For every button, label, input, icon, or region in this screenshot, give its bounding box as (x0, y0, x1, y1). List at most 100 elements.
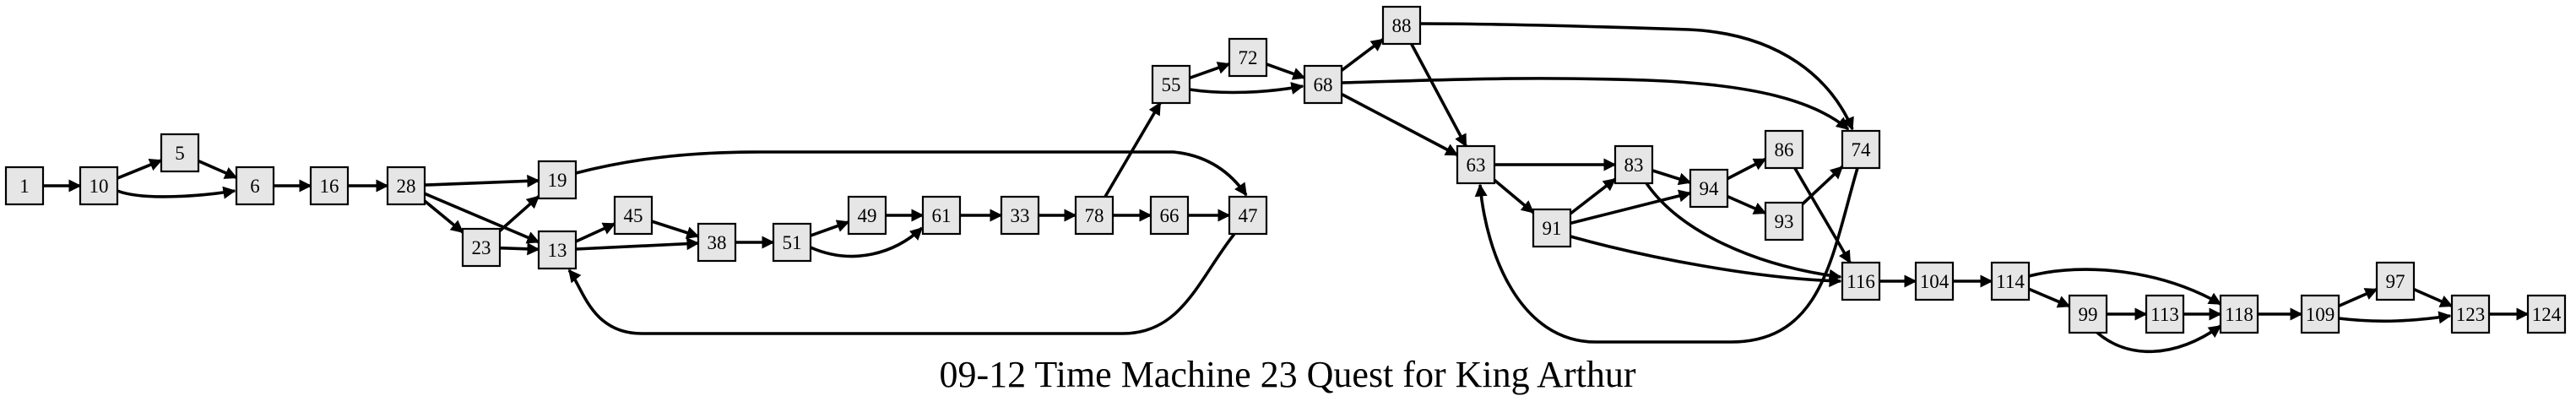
edge-94-to-93 (1727, 194, 1767, 215)
node-box (847, 195, 887, 236)
edge-55-to-72 (1189, 62, 1231, 79)
node-box (160, 133, 200, 173)
edge-94-to-86 (1727, 157, 1767, 181)
node-label: 68 (1314, 74, 1333, 95)
node-6: 6 (235, 166, 275, 206)
node-label: 91 (1543, 218, 1562, 239)
node-label: 66 (1160, 205, 1180, 226)
node-label: 86 (1775, 139, 1794, 160)
edge-47-to-13 (567, 232, 1236, 335)
node-box (1000, 195, 1040, 236)
node-box (772, 222, 812, 263)
node-124: 124 (2526, 294, 2567, 334)
node-label: 61 (932, 205, 952, 226)
edge-114-to-99 (2028, 287, 2071, 308)
edge-28-to-13 (424, 192, 540, 244)
node-109: 109 (2300, 294, 2340, 334)
node-label: 49 (858, 205, 877, 226)
node-118: 118 (2219, 294, 2259, 334)
node-label: 51 (783, 232, 802, 253)
node-label: 123 (2456, 304, 2486, 325)
edge-51-to-49 (810, 220, 850, 237)
node-61: 61 (921, 195, 962, 236)
node-box (921, 195, 962, 236)
node-box (1764, 129, 1804, 170)
node-box (2068, 294, 2108, 334)
node-box (1841, 261, 1881, 301)
edge-91-to-83 (1569, 177, 1617, 215)
node-box (1228, 37, 1268, 78)
node-label: 74 (1852, 139, 1872, 160)
edge-93-to-74 (1801, 166, 1844, 205)
edge-5-to-6 (198, 159, 238, 180)
node-97: 97 (2375, 261, 2416, 301)
node-55: 55 (1151, 64, 1191, 105)
edge-109-to-123 (2338, 311, 2452, 324)
edge-78-to-55 (1104, 101, 1162, 198)
node-label: 23 (472, 237, 491, 258)
node-label: 72 (1239, 47, 1258, 68)
edge-83-to-94 (1651, 169, 1692, 186)
edge-13-to-45 (575, 222, 616, 243)
node-104: 104 (1914, 261, 1955, 301)
node-label: 118 (2225, 304, 2253, 325)
node-91: 91 (1532, 208, 1572, 248)
node-68: 68 (1303, 64, 1343, 105)
node-box (613, 195, 653, 236)
node-72: 72 (1228, 37, 1268, 78)
node-23: 23 (461, 227, 502, 268)
node-label: 109 (2306, 304, 2335, 325)
node-label: 13 (548, 240, 567, 261)
node-33: 33 (1000, 195, 1040, 236)
node-label: 38 (708, 232, 727, 253)
node-box (1689, 168, 1729, 209)
node-45: 45 (613, 195, 653, 236)
node-74: 74 (1841, 129, 1881, 170)
node-78: 78 (1074, 195, 1114, 236)
node-box (235, 166, 275, 206)
node-box (1456, 144, 1496, 185)
edge-99-to-118 (2096, 324, 2222, 354)
node-box (1303, 64, 1343, 105)
edge-88-to-63 (1410, 43, 1467, 148)
node-box (2300, 294, 2340, 334)
node-93: 93 (1764, 201, 1804, 241)
node-box (386, 166, 426, 206)
node-label: 104 (1920, 271, 1950, 292)
node-box (1914, 261, 1955, 301)
node-116: 116 (1841, 261, 1881, 301)
node-label: 94 (1700, 178, 1720, 199)
node-box (2450, 294, 2491, 334)
node-28: 28 (386, 166, 426, 206)
node-66: 66 (1149, 195, 1190, 236)
node-label: 10 (89, 176, 109, 197)
edge-97-to-123 (2413, 287, 2454, 308)
edge-83-to-116 (1645, 182, 1842, 282)
edge-55-to-68 (1189, 82, 1304, 95)
node-123: 123 (2450, 294, 2491, 334)
node-box (1613, 144, 1654, 185)
node-19: 19 (537, 160, 578, 200)
node-86: 86 (1764, 129, 1804, 170)
node-label: 124 (2532, 304, 2562, 325)
edge-86-to-116 (1793, 167, 1852, 264)
node-47: 47 (1228, 195, 1268, 236)
edge-68-to-63 (1341, 92, 1459, 157)
node-label: 19 (548, 170, 567, 191)
node-38: 38 (697, 222, 737, 263)
node-51: 51 (772, 222, 812, 263)
node-box (2526, 294, 2567, 334)
edges (43, 22, 2530, 354)
node-box (697, 222, 737, 263)
node-label: 78 (1085, 205, 1104, 226)
node-box (1149, 195, 1190, 236)
node-box (1151, 64, 1191, 105)
node-113: 113 (2145, 294, 2185, 334)
node-label: 45 (624, 205, 643, 226)
edge-72-to-68 (1266, 62, 1306, 80)
edge-28-to-19 (424, 174, 540, 187)
node-box (2375, 261, 2416, 301)
node-label: 28 (397, 176, 416, 197)
